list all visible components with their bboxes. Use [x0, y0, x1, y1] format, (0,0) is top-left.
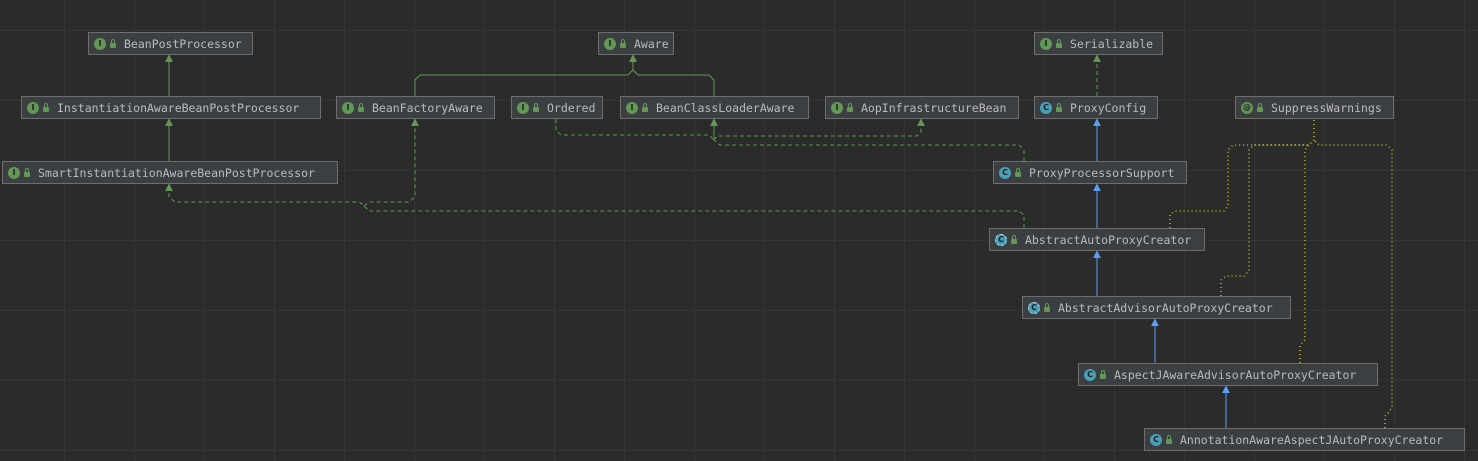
- public-lock-icon: [1100, 369, 1106, 379]
- interface-badge-icon: I: [8, 166, 20, 179]
- node-proxy-config[interactable]: C ProxyConfig: [1034, 96, 1158, 119]
- class-badge-icon: C: [1040, 101, 1052, 114]
- public-lock-icon: [24, 167, 30, 177]
- edge-abstract-auto-proxy-creator-to-bean-factory-aware: [363, 118, 419, 207]
- interface-badge-icon: I: [342, 101, 354, 114]
- node-label: InstantiationAwareBeanPostProcessor: [57, 100, 300, 115]
- class-badge-icon: C: [1084, 368, 1096, 381]
- node-label: BeanPostProcessor: [124, 36, 242, 51]
- class-badge-icon: C: [1150, 433, 1162, 446]
- node-suppress-warnings[interactable]: @ SuppressWarnings: [1235, 96, 1394, 119]
- abstract-badge-icon: C: [995, 233, 1007, 246]
- public-lock-icon: [43, 102, 49, 112]
- node-bean-class-loader-aware[interactable]: I BeanClassLoaderAware: [620, 96, 809, 119]
- node-annotation-aware-aspect-j-auto-proxy-creator[interactable]: C AnnotationAwareAspectJAutoProxyCreator: [1144, 428, 1465, 451]
- node-abstract-advisor-auto-proxy-creator[interactable]: C AbstractAdvisorAutoProxyCreator: [1022, 296, 1291, 319]
- public-lock-icon: [533, 102, 539, 112]
- edge-proxy-processor-support-to-aop-infrastructure-bean: [713, 118, 925, 141]
- public-lock-icon: [1166, 434, 1172, 444]
- node-proxy-processor-support[interactable]: C ProxyProcessorSupport: [993, 161, 1187, 184]
- node-label: AbstractAdvisorAutoProxyCreator: [1058, 300, 1273, 315]
- public-lock-icon: [1015, 167, 1021, 177]
- node-label: AbstractAutoProxyCreator: [1025, 232, 1192, 247]
- node-label: BeanClassLoaderAware: [656, 100, 795, 115]
- public-lock-icon: [1011, 234, 1017, 244]
- node-serializable[interactable]: I Serializable: [1034, 32, 1163, 55]
- edge-annotation-aware-aspect-j-auto-proxy-creator-to-suppress-warnings: [1313, 139, 1393, 428]
- class-badge-icon: C: [999, 166, 1011, 179]
- node-label: SuppressWarnings: [1271, 100, 1382, 115]
- edge-abstract-auto-proxy-creator-to-suppress-warnings: [1169, 119, 1315, 228]
- node-aop-infrastructure-bean[interactable]: I AopInfrastructureBean: [825, 96, 1019, 119]
- public-lock-icon: [358, 102, 364, 112]
- node-bean-post-processor[interactable]: I BeanPostProcessor: [88, 32, 253, 55]
- node-bean-factory-aware[interactable]: I BeanFactoryAware: [336, 96, 495, 119]
- public-lock-icon: [642, 102, 648, 112]
- node-label: SmartInstantiationAwareBeanPostProcessor: [38, 165, 315, 180]
- node-label: Ordered: [547, 100, 596, 115]
- node-abstract-auto-proxy-creator[interactable]: C AbstractAutoProxyCreator: [989, 228, 1205, 251]
- edge-proxy-processor-support-to-ordered: [710, 118, 1025, 161]
- edge-bean-factory-aware-to-aware: [414, 54, 637, 96]
- node-aware[interactable]: I Aware: [598, 32, 674, 55]
- edge-bean-class-loader-aware-to-aware: [629, 54, 715, 96]
- node-aspect-j-aware-advisor-auto-proxy-creator[interactable]: C AspectJAwareAdvisorAutoProxyCreator: [1078, 363, 1378, 386]
- edge-abstract-advisor-auto-proxy-creator-to-suppress-warnings: [1220, 144, 1309, 296]
- interface-badge-icon: I: [27, 101, 39, 114]
- edge-proxy-processor-support-to-ordered-branch: [555, 119, 715, 141]
- node-label: AspectJAwareAdvisorAutoProxyCreator: [1114, 367, 1357, 382]
- interface-badge-icon: I: [604, 37, 616, 50]
- node-label: AnnotationAwareAspectJAutoProxyCreator: [1180, 432, 1444, 447]
- node-label: ProxyConfig: [1070, 100, 1147, 115]
- edge-abstract-auto-proxy-creator-to-smart-instantiation-aware-bean-post-processor: [165, 183, 1025, 228]
- public-lock-icon: [620, 38, 626, 48]
- node-smart-instantiation-aware-bean-post-processor[interactable]: I SmartInstantiationAwareBeanPostProcesso…: [2, 161, 338, 184]
- public-lock-icon: [1056, 38, 1062, 48]
- interface-badge-icon: I: [1040, 37, 1052, 50]
- node-ordered[interactable]: I Ordered: [511, 96, 603, 119]
- public-lock-icon: [110, 38, 116, 48]
- abstract-badge-icon: C: [1028, 301, 1040, 314]
- public-lock-icon: [1257, 102, 1263, 112]
- interface-badge-icon: I: [626, 101, 638, 114]
- interface-badge-icon: I: [517, 101, 529, 114]
- annotation-badge-icon: @: [1241, 101, 1253, 114]
- edge-aspect-j-aware-advisor-auto-proxy-creator-to-suppress-warnings: [1299, 144, 1310, 363]
- interface-badge-icon: I: [94, 37, 106, 50]
- node-label: BeanFactoryAware: [372, 100, 483, 115]
- node-instantiation-aware-bean-post-processor[interactable]: I InstantiationAwareBeanPostProcessor: [21, 96, 321, 119]
- public-lock-icon: [1056, 102, 1062, 112]
- node-label: Aware: [634, 36, 669, 51]
- public-lock-icon: [1044, 302, 1050, 312]
- node-label: AopInfrastructureBean: [861, 100, 1007, 115]
- interface-badge-icon: I: [831, 101, 843, 114]
- node-label: Serializable: [1070, 36, 1154, 51]
- node-label: ProxyProcessorSupport: [1029, 165, 1175, 180]
- public-lock-icon: [847, 102, 853, 112]
